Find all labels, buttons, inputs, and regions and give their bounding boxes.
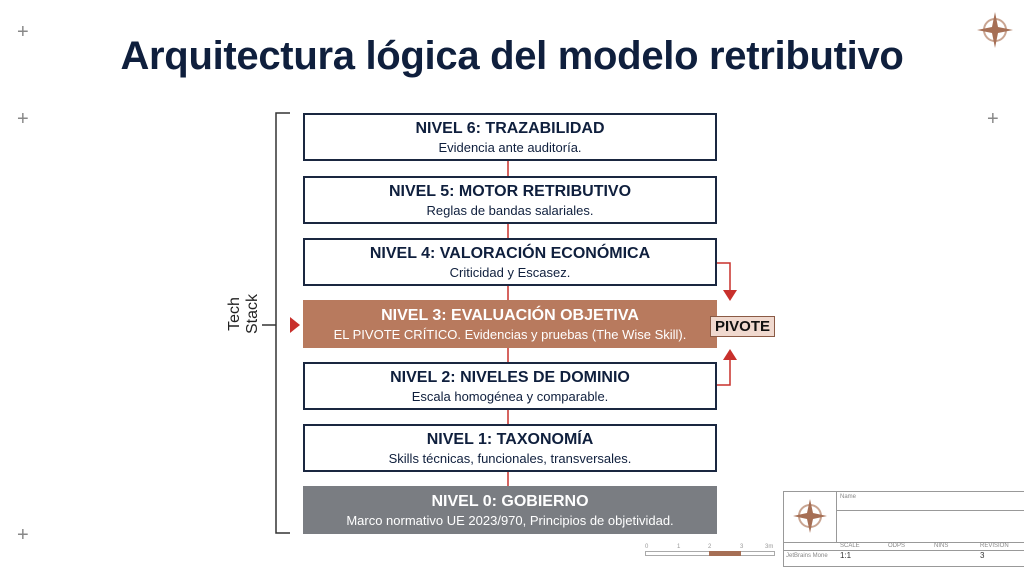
level-title: NIVEL 5: MOTOR RETRIBUTIVO [388, 183, 632, 200]
plus-mark: + [17, 524, 29, 546]
level-subtitle: Evidencia ante auditoría. [438, 140, 582, 155]
level-box-6: NIVEL 6: TRAZABILIDAD Evidencia ante audi… [303, 113, 717, 161]
plus-mark: + [17, 21, 29, 43]
page-title: Arquitectura lógica del modelo retributi… [120, 34, 904, 78]
font-label: JetBrains Mone [786, 553, 828, 559]
level-box-1: NIVEL 1: TAXONOMÍA Skills técnicas, funci… [303, 424, 717, 472]
level-subtitle: Escala homogénea y comparable. [411, 389, 609, 404]
level-subtitle: Marco normativo UE 2023/970, Principios … [346, 513, 674, 528]
revision-value: 3 [980, 551, 985, 560]
level-title: NIVEL 0: GOBIERNO [431, 493, 589, 510]
nins-label: NINS [934, 543, 949, 549]
level-box-5: NIVEL 5: MOTOR RETRIBUTIVO Reglas de band… [303, 176, 717, 224]
tech-stack-label: Tech Stack [226, 294, 261, 335]
scale-tick: 1 [677, 544, 681, 550]
plus-mark: + [17, 108, 29, 130]
plus-mark: + [987, 108, 999, 130]
level-title: NIVEL 3: EVALUACIÓN OBJETIVA [381, 307, 639, 324]
scale-tick: 2 [708, 544, 712, 550]
scale-tick: 3 [740, 544, 744, 550]
level-title: NIVEL 2: NIVELES DE DOMINIO [390, 369, 630, 386]
level-subtitle: Criticidad y Escasez. [449, 265, 571, 280]
level-subtitle: Reglas de bandas salariales. [426, 203, 594, 218]
scale-value: 1:1 [840, 551, 852, 560]
compass-rose-icon [977, 12, 1013, 48]
scale-bar: 0 1 2 3 3m [645, 544, 775, 558]
revision-label: REVISION [980, 543, 1009, 549]
pivot-arrow-left [290, 317, 300, 333]
level-box-3: NIVEL 3: EVALUACIÓN OBJETIVA EL PIVOTE CR… [303, 300, 717, 348]
level-title: NIVEL 6: TRAZABILIDAD [415, 120, 605, 137]
level-box-4: NIVEL 4: VALORACIÓN ECONÓMICA Criticidad … [303, 238, 717, 286]
level-subtitle: EL PIVOTE CRÍTICO. Evidencias y pruebas … [333, 327, 687, 342]
name-label: Name [840, 494, 857, 500]
level-subtitle: Skills técnicas, funcionales, transversa… [388, 451, 632, 466]
level-box-2: NIVEL 2: NIVELES DE DOMINIO Escala homogé… [303, 362, 717, 410]
level-box-0: NIVEL 0: GOBIERNO Marco normativo UE 2023… [303, 486, 717, 534]
scale-tick: 3m [765, 544, 774, 550]
compass-rose-icon [793, 499, 827, 533]
pivot-label: PIVOTE [710, 316, 776, 337]
scale-label: SCALE [840, 543, 860, 549]
level-title: NIVEL 4: VALORACIÓN ECONÓMICA [369, 245, 651, 262]
scale-tick: 0 [645, 544, 649, 550]
level-title: NIVEL 1: TAXONOMÍA [426, 431, 594, 448]
odps-label: ODPS [888, 543, 906, 549]
title-block: Name SCALE ODPS NINS REVISION JetBrains … [783, 491, 1024, 567]
